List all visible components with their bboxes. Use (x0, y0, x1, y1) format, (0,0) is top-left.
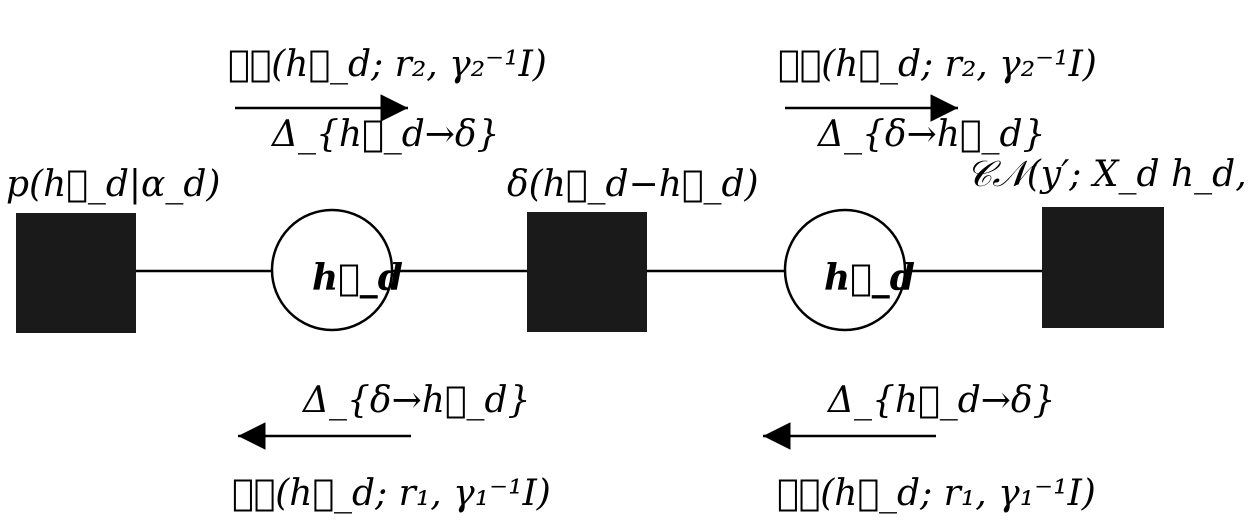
bottom-left-message: 𝒞𝒩(h⃖_d; r₁, γ₁⁻¹I) (232, 473, 551, 514)
factor-delta-node (527, 212, 647, 332)
factor-prior-node (16, 213, 136, 333)
factor-likelihood-node (1042, 207, 1164, 328)
variable-node-right (783, 208, 907, 332)
bottom-right-delta: Δ_{h⃗_d→δ} (826, 380, 1055, 421)
top-right-message: 𝒞𝒩(h⃗_d; r₂, γ₂⁻¹I) (778, 44, 1097, 85)
bottom-right-message: 𝒞𝒩(h⃗_d; r₁, γ₁⁻¹I) (777, 473, 1096, 514)
top-left-delta: Δ_{h⃖_d→δ} (270, 114, 499, 155)
factor-likelihood-label: 𝒞𝒩(y′; X_d h_d, γI) (966, 154, 1260, 195)
top-left-message: 𝒞𝒩(h⃖_d; r₂, γ₂⁻¹I) (228, 44, 547, 85)
top-right-delta: Δ_{δ→h⃗_d} (816, 114, 1045, 155)
variable-node-left (270, 208, 394, 332)
factor-delta-label: δ(h⃖_d−h⃗_d) (507, 164, 759, 205)
factor-prior-label: p(h⃖_d|α_d) (6, 164, 220, 205)
variable-left-label: h⃖_d (312, 257, 403, 299)
bottom-left-delta: Δ_{δ→h⃖_d} (301, 380, 530, 421)
variable-right-label: h⃗_d (824, 257, 915, 299)
